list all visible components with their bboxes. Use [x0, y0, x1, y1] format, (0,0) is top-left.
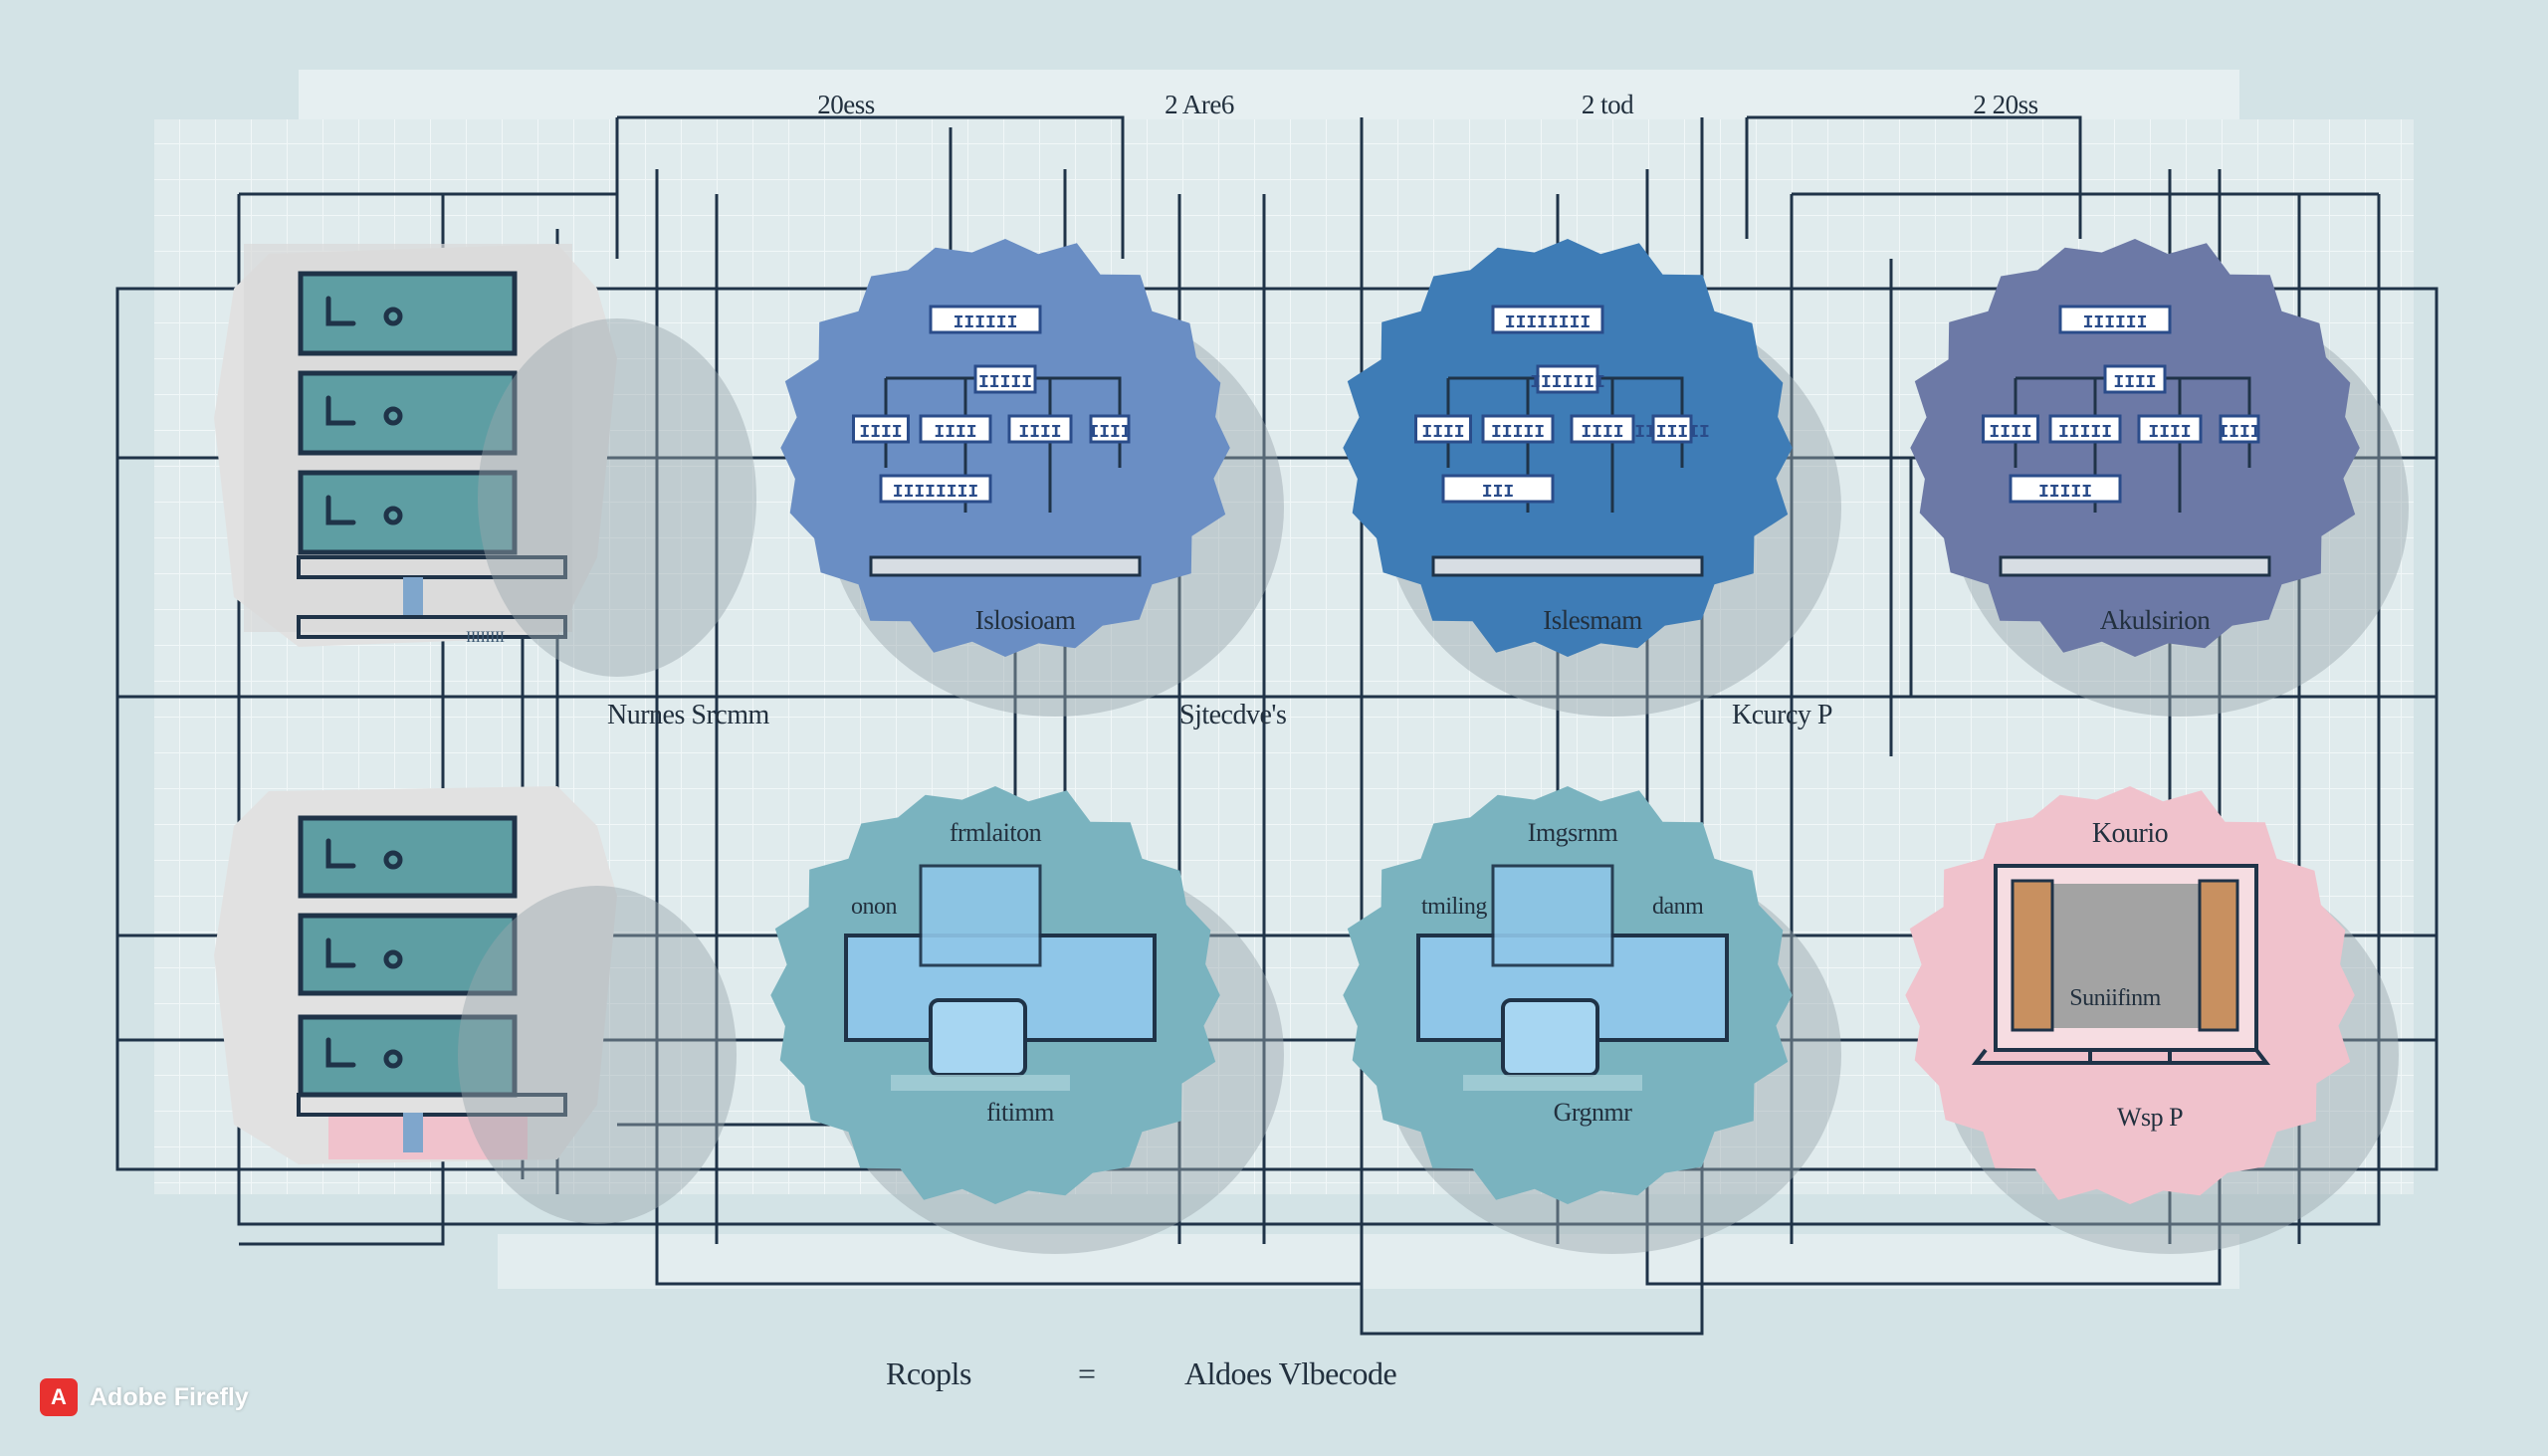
cloud-5-caption: Grgnmr [1553, 1098, 1632, 1127]
chip-label: IIIIII [2083, 313, 2148, 333]
chip-label: IIIIIII [1530, 373, 1605, 393]
chip-label: IIIII [2058, 423, 2112, 443]
cloud-6-caption: Wsp P [2116, 1103, 2184, 1132]
cloud-2-caption: Islesmam [1543, 605, 1642, 635]
top-label-2: 2 Are6 [1165, 90, 1234, 119]
chip-box [1982, 414, 2039, 444]
chip-label: IIII [1421, 423, 1464, 443]
chip-label: IIII [934, 423, 976, 443]
cloud-4-side-label: onon [851, 894, 898, 920]
storage-disk [929, 998, 1027, 1077]
server-rack-1 [214, 244, 617, 647]
cloud-node-5 [1343, 786, 1793, 1204]
footer-equals: = [1078, 1355, 1096, 1391]
top-label-3: 2 tod [1581, 90, 1634, 119]
chip-box [1441, 474, 1555, 504]
chip-label: IIII [1088, 423, 1131, 443]
top-label-1: 20ess [817, 90, 875, 119]
watermark-text: Adobe Firefly [90, 1382, 249, 1411]
server-rack-1-caption: IIIIIIII [466, 629, 505, 646]
cloud-1-caption: Islosioam [974, 605, 1076, 635]
chip-label: IIIIII [954, 313, 1018, 333]
cloud-5-side-label-left: tmiling [1421, 894, 1487, 920]
chip-box [2103, 364, 2167, 394]
chip-box [1007, 414, 1073, 444]
watermark: A Adobe Firefly [40, 1375, 249, 1419]
cloud-node-6 [1905, 786, 2355, 1204]
cloud-4-caption: fitimm [986, 1098, 1054, 1127]
chip-label: IIIIIII [1634, 423, 1710, 443]
cloud-6-header: Kourio [2091, 818, 2169, 849]
chip-label: IIIII [2038, 483, 2092, 503]
cloud-6-screen-label: Suniifinm [2069, 985, 2161, 1011]
chip-label: IIII [859, 423, 902, 443]
cloud-3-caption: Akulsirion [2099, 605, 2211, 635]
chip-label: IIII [1581, 423, 1623, 443]
chip-box [1414, 414, 1472, 444]
middle-label-3: Kcurcy P [1732, 700, 1832, 730]
chip-box [1570, 414, 1635, 444]
chip-box [1481, 414, 1555, 444]
chip-box [929, 305, 1042, 334]
chip-box [2219, 414, 2260, 444]
chip-box [852, 414, 910, 444]
footer-left-label: Rcopls [886, 1355, 971, 1391]
chip-label: IIII [1018, 423, 1061, 443]
chip-box [2009, 474, 2122, 504]
chip-label: IIIIIIII [1505, 313, 1591, 333]
cloud-4-header: frmlaiton [949, 818, 1042, 847]
chip-box [919, 414, 992, 444]
chip-box [2137, 414, 2203, 444]
chip-label: IIIII [1491, 423, 1545, 443]
chip-label: IIIIIIII [893, 483, 978, 503]
chip-box [1491, 305, 1604, 334]
chip-box [1536, 364, 1599, 394]
chip-label: IIII [2148, 423, 2191, 443]
chip-box [973, 364, 1037, 394]
adobe-logo-icon: A [40, 1378, 78, 1416]
middle-label-2: Sjtecdve's [1179, 700, 1287, 730]
chip-box [879, 474, 992, 504]
footer-right-label: Aldoes Vlbecode [1184, 1355, 1397, 1391]
cloud-5-side-label-right: danm [1652, 894, 1704, 920]
top-label-4: 2 20ss [1973, 90, 2038, 119]
middle-label-1: Nurnes Srcmm [607, 700, 769, 730]
cloud-5-header: Imgsrnm [1527, 818, 1618, 847]
server-rack-2 [214, 786, 617, 1164]
chip-label: IIII [2113, 373, 2156, 393]
cloud-node-4 [770, 786, 1220, 1204]
chip-label: IIII [2218, 423, 2260, 443]
chip-box [2048, 414, 2122, 444]
chip-box [1089, 414, 1131, 444]
chip-label: IIII [1989, 423, 2031, 443]
chip-box [2058, 305, 2172, 334]
storage-disk [1501, 998, 1599, 1077]
chip-label: III [1482, 483, 1514, 503]
chip-label: IIIII [978, 373, 1032, 393]
chip-box [1651, 414, 1693, 444]
